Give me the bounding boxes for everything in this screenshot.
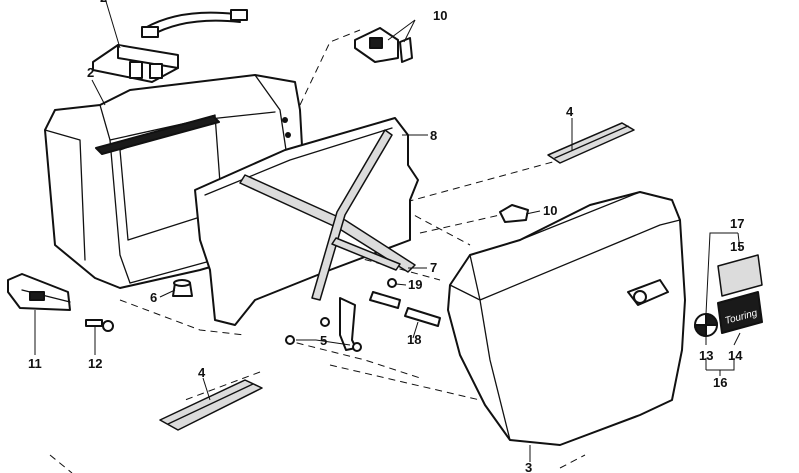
lock-assembly bbox=[92, 44, 179, 83]
callout-label: 17 bbox=[730, 216, 744, 231]
callout-label: 10 bbox=[433, 8, 447, 23]
lock-barrel bbox=[7, 273, 71, 311]
rubber-rail-upper bbox=[547, 122, 635, 164]
callout-label: 4 bbox=[198, 365, 206, 380]
callout-label: 12 bbox=[88, 356, 102, 371]
callout-label: 11 bbox=[28, 356, 42, 371]
hinge-arms bbox=[285, 297, 362, 352]
leader-lines bbox=[34, 0, 741, 462]
callout-label: 8 bbox=[430, 128, 437, 143]
key bbox=[85, 319, 114, 332]
callout-label: 2 bbox=[87, 65, 94, 80]
callout-label: 13 bbox=[699, 348, 713, 363]
callout-label: 14 bbox=[728, 348, 743, 363]
upper-latch-plate bbox=[354, 27, 413, 63]
right-case-lid bbox=[447, 191, 686, 446]
rubber-bumper bbox=[172, 279, 193, 297]
hinge-clips bbox=[369, 291, 441, 327]
callout-label: 7 bbox=[430, 260, 437, 275]
callout-label: 18 bbox=[407, 332, 421, 347]
emblem-set: Touring bbox=[694, 254, 763, 337]
carrying-handle bbox=[141, 9, 248, 38]
callout-label: 6 bbox=[150, 290, 157, 305]
lower-latch-plate bbox=[499, 204, 529, 223]
callout-label: 2 bbox=[100, 0, 107, 5]
callout-label: 4 bbox=[566, 104, 574, 119]
callout-labels: 2 2 10 4 8 10 17 15 7 19 6 5 18 11 12 13… bbox=[28, 0, 744, 473]
callout-label: 10 bbox=[543, 203, 557, 218]
rubber-rail-lower bbox=[159, 379, 263, 431]
callout-label: 19 bbox=[408, 277, 422, 292]
callout-label: 16 bbox=[713, 375, 727, 390]
retaining-straps bbox=[239, 129, 416, 301]
screw bbox=[387, 278, 397, 288]
callout-label: 15 bbox=[730, 239, 744, 254]
callout-label: 3 bbox=[525, 460, 532, 473]
callout-label: 5 bbox=[320, 333, 327, 348]
